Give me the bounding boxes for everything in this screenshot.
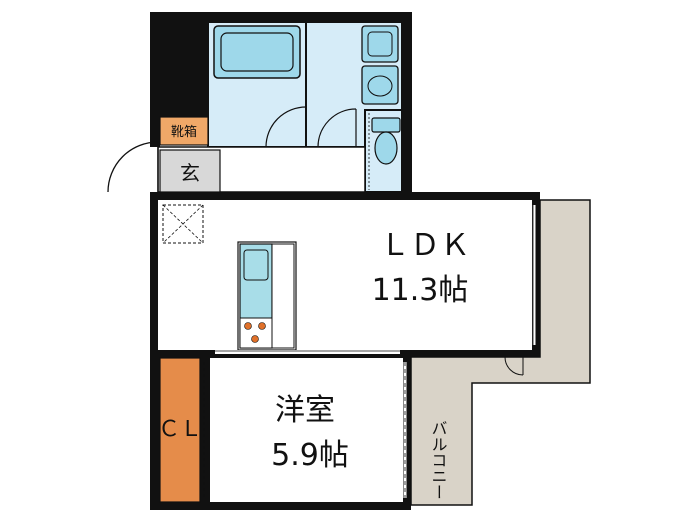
closet-divider-wall <box>200 356 210 502</box>
entrance-door-swing-icon <box>107 141 159 193</box>
western-bottom-wall <box>150 502 410 510</box>
western-room-size: 5.9帖 <box>271 438 349 473</box>
western-room <box>210 358 407 502</box>
balcony-label: バルコニー <box>429 420 448 500</box>
bathroom <box>207 21 307 148</box>
western-right-wall <box>403 350 411 510</box>
ldk-room <box>158 200 539 356</box>
entrance-area <box>107 116 366 193</box>
closet <box>159 357 201 503</box>
door-swing-icon <box>265 106 307 148</box>
ldk-left-wall <box>150 192 158 352</box>
genkan-floor <box>159 149 221 193</box>
washroom <box>305 21 403 148</box>
balcony <box>410 199 591 506</box>
toilet-icon <box>371 117 401 133</box>
walls <box>150 12 540 510</box>
upper-left-wall-block <box>150 12 208 117</box>
western-room-name: 洋室 <box>275 393 335 428</box>
top-wall <box>150 12 412 22</box>
door-swing-icon <box>317 108 357 148</box>
ldk-top-wall <box>150 192 540 200</box>
shoe-box-label: 靴箱 <box>171 124 197 140</box>
kitchen-sink-icon <box>243 249 269 281</box>
shoe-box <box>159 116 209 146</box>
ldk-right-wall <box>532 192 540 357</box>
storage-hatch-icon <box>162 204 204 244</box>
ldk-name: ＬＤＫ <box>380 228 470 263</box>
entrance-label: 玄 <box>180 161 200 185</box>
closet-label: ＣＬ <box>158 417 202 442</box>
western-left-wall <box>150 350 160 510</box>
stove-icon <box>239 317 273 349</box>
ldk-size: 11.3帖 <box>372 273 469 308</box>
right-upper-wall <box>402 12 412 197</box>
